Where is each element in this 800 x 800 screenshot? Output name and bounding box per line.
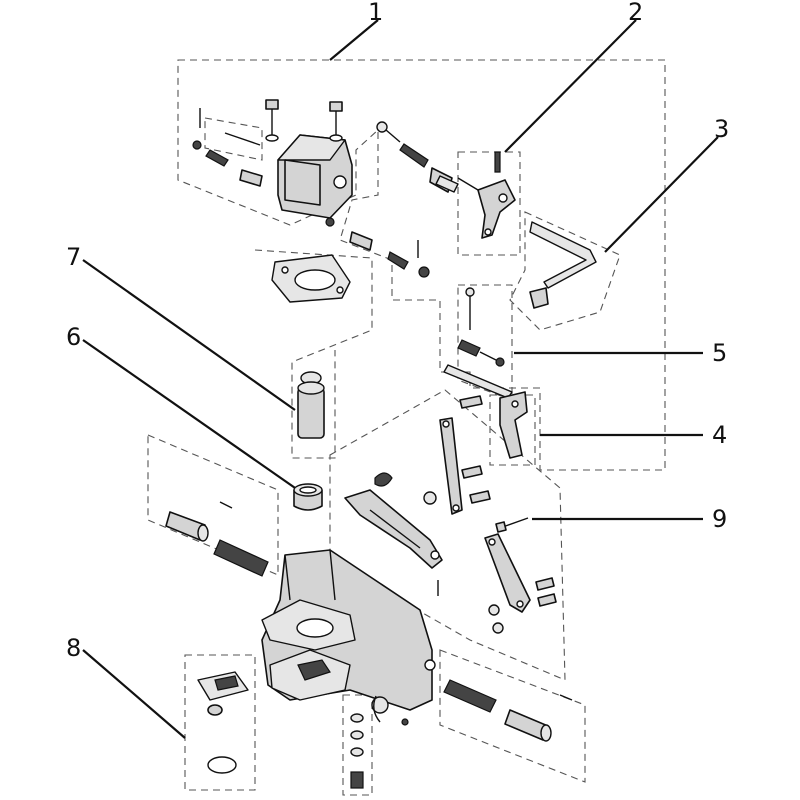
bushing-6 <box>293 483 323 511</box>
group-7-outline <box>254 249 373 459</box>
callout-6: 6 <box>66 323 81 351</box>
leader-7 <box>82 259 296 411</box>
latch-assembly-2 <box>435 151 516 239</box>
pin-assembly-5 <box>443 287 513 399</box>
right-spring-pin <box>443 679 573 742</box>
crank-rod-3 <box>529 221 597 309</box>
left-spring-pin <box>165 501 269 577</box>
leader-lines <box>82 19 719 739</box>
callout-4: 4 <box>712 421 727 449</box>
callout-2: 2 <box>628 0 643 26</box>
callout-8: 8 <box>66 634 81 662</box>
callout-3: 3 <box>714 115 729 143</box>
group-3-outline <box>509 211 621 331</box>
callout-5: 5 <box>712 339 727 367</box>
group-8-outline <box>184 654 256 791</box>
leader-6 <box>82 339 299 491</box>
leader-1 <box>329 19 379 61</box>
lever-linkage-9 <box>344 395 557 634</box>
callout-7: 7 <box>66 243 81 271</box>
left-spring-outline <box>147 434 279 576</box>
top-housing-assembly <box>192 99 453 278</box>
bottom-small-parts <box>350 695 409 789</box>
group-9-outline <box>329 389 566 681</box>
callout-1: 1 <box>368 0 383 26</box>
main-hitch-body <box>261 549 436 714</box>
latch-plate-8 <box>197 671 249 774</box>
right-spring-outline <box>439 649 586 783</box>
callout-9: 9 <box>712 505 727 533</box>
leader-8 <box>82 649 186 739</box>
group-1-outline <box>177 59 666 471</box>
leader-3 <box>604 136 719 253</box>
gasket-and-pin-7 <box>271 254 351 439</box>
hook-lever-4 <box>499 391 528 459</box>
leader-2 <box>504 19 637 153</box>
callout-labels: 1 2 3 4 5 6 7 8 9 <box>66 0 729 662</box>
